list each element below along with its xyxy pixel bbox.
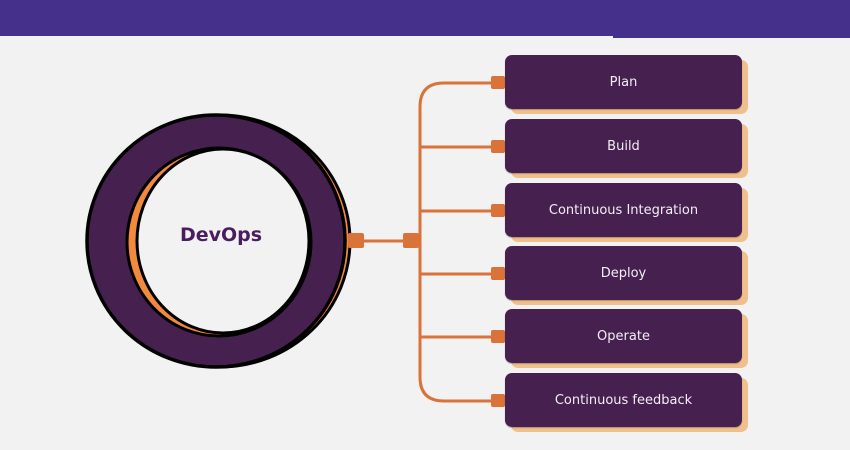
stage-label: Operate <box>597 328 650 344</box>
stage-box: Continuous feedback <box>505 373 742 427</box>
ring-inner-hole <box>135 147 311 335</box>
branch-node <box>491 267 505 280</box>
stage-continuous-feedback: Continuous feedback <box>505 373 748 432</box>
branch-node <box>491 330 505 343</box>
connector-node-ring <box>348 233 364 248</box>
stage-label: Build <box>607 138 640 154</box>
connector-branches <box>420 76 505 407</box>
stage-box: Deploy <box>505 246 742 300</box>
stage-box: Operate <box>505 309 742 363</box>
stage-deploy: Deploy <box>505 246 748 305</box>
stage-label: Continuous Integration <box>548 202 699 218</box>
center-label: DevOps <box>179 224 263 246</box>
connector-trunk <box>418 81 497 403</box>
branch-node <box>491 204 505 217</box>
stage-label: Deploy <box>600 265 647 281</box>
branch-node <box>491 76 505 89</box>
connector-node-trunk <box>403 233 419 248</box>
branch-node <box>491 140 505 153</box>
header-bar-right <box>613 0 850 38</box>
stage-continuous-integration: Continuous Integration <box>505 183 748 242</box>
stage-operate: Operate <box>505 309 748 368</box>
stage-box: Build <box>505 119 742 173</box>
stage-build: Build <box>505 119 748 178</box>
stage-box: Continuous Integration <box>505 183 742 237</box>
header-bar <box>0 0 613 36</box>
devops-ring <box>85 113 352 369</box>
stage-label: Continuous feedback <box>554 392 693 408</box>
stage-box: Plan <box>505 55 742 109</box>
stage-label: Plan <box>609 74 638 90</box>
connector-main <box>348 233 419 248</box>
branch-node <box>491 394 505 407</box>
stage-plan: Plan <box>505 55 748 114</box>
